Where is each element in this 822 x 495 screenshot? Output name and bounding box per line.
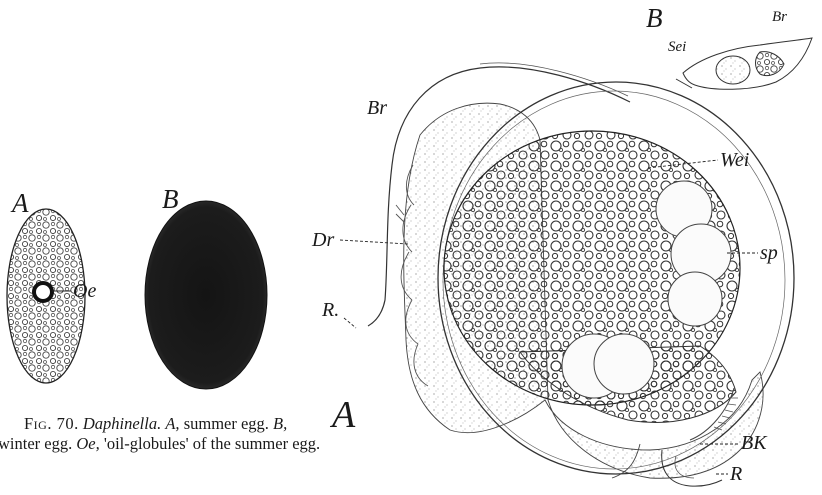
label-fig70-a: A bbox=[12, 190, 29, 217]
label-wei: Wei bbox=[720, 150, 749, 170]
label-sei: Sei bbox=[668, 40, 686, 55]
label-inset-b: B bbox=[646, 5, 663, 32]
caption-winter-egg: winter egg. bbox=[0, 434, 72, 453]
label-sp: sp bbox=[760, 243, 778, 263]
inset-b-embryo bbox=[676, 38, 812, 89]
label-inset-br: Br bbox=[772, 10, 787, 25]
label-r-upper: R. bbox=[322, 300, 339, 320]
caption-summer-egg: summer egg. bbox=[184, 414, 269, 433]
caption-oe: Oe, bbox=[76, 434, 99, 453]
label-dr: Dr bbox=[312, 230, 334, 250]
main-figure-a bbox=[340, 63, 794, 486]
caption-genus: Daphinella. bbox=[83, 414, 161, 433]
winter-egg bbox=[145, 201, 267, 389]
figure-caption: Fig. 70. Daphinella. A, summer egg. B, w… bbox=[0, 414, 328, 454]
label-br: Br bbox=[367, 98, 387, 118]
caption-a: A, bbox=[165, 414, 179, 433]
label-bk: BK bbox=[741, 433, 767, 453]
label-main-a: A bbox=[332, 396, 355, 434]
label-oe: Oe bbox=[73, 281, 96, 301]
label-r-lower: R bbox=[730, 464, 742, 484]
caption-fig-number: Fig. 70. bbox=[24, 414, 79, 433]
caption-b: B, bbox=[273, 414, 287, 433]
caption-oil-globules: 'oil-globules' of the summer egg. bbox=[104, 434, 320, 453]
label-fig70-b: B bbox=[162, 186, 179, 213]
